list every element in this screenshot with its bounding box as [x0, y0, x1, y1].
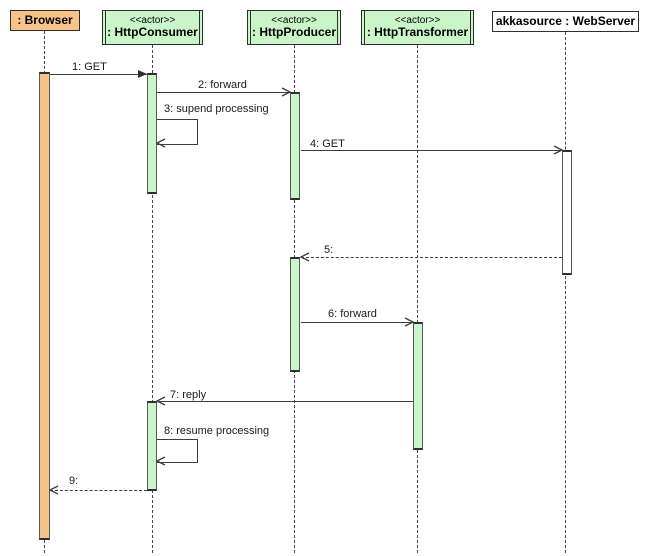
participant-name: : HttpTransformer [366, 25, 469, 40]
participant-name: akkasource : WebServer [495, 13, 636, 28]
message-9-line [50, 490, 147, 491]
participant-name: : HttpConsumer [107, 25, 198, 40]
message-5-label: 5: [324, 244, 334, 256]
message-9-arrowhead-open-icon [49, 485, 59, 495]
participant-box-httpconsumer: <<actor>> : HttpConsumer [102, 10, 203, 45]
activation-bar-browser [39, 72, 50, 540]
activation-bar-httpproducer-2 [290, 257, 300, 372]
message-6-label: 6: forward [328, 308, 377, 320]
message-7-arrowhead-open-icon [156, 396, 166, 406]
participant-box-httptransformer: <<actor>> : HttpTransformer [361, 10, 474, 45]
message-4-line [301, 150, 562, 151]
message-1-arrowhead-filled-icon [138, 70, 147, 78]
message-1-line [50, 74, 147, 75]
stereotype-label: <<actor>> [394, 14, 441, 26]
message-4-label: 4: GET [310, 138, 345, 150]
message-7-line [157, 401, 413, 402]
message-6-line [301, 322, 413, 323]
message-1-label: 1: GET [72, 61, 107, 73]
message-4-arrowhead-open-icon [553, 145, 563, 155]
message-7-label: 7: reply [170, 389, 207, 401]
lifeline-httpconsumer [152, 45, 153, 553]
message-5-arrowhead-open-icon [300, 252, 310, 262]
activation-bar-httptransformer [413, 322, 423, 450]
message-5-line [301, 257, 562, 258]
message-8-arrowhead-open-icon [156, 456, 166, 466]
message-6-arrowhead-open-icon [404, 317, 414, 327]
participant-name: : HttpProducer [252, 25, 336, 40]
message-3-self-loop [157, 119, 198, 145]
activation-bar-httpproducer-1 [290, 92, 300, 200]
stereotype-label: <<actor>> [271, 14, 317, 26]
message-2-line [157, 92, 290, 93]
message-2-label: 2: forward [198, 79, 247, 91]
message-3-label: 3: supend processing [164, 103, 269, 115]
participant-box-webserver: akkasource : WebServer [492, 11, 639, 32]
participant-name: : Browser [17, 12, 73, 27]
message-8-label: 8: resume processing [164, 425, 270, 437]
stereotype-label: <<actor>> [129, 14, 176, 26]
activation-bar-httpconsumer-1 [147, 73, 157, 194]
activation-bar-webserver [562, 150, 572, 275]
lifeline-httptransformer [417, 45, 418, 553]
message-9-label: 9: [69, 475, 79, 487]
participant-box-httpproducer: <<actor>> : HttpProducer [247, 10, 341, 45]
message-8-self-loop [157, 439, 198, 463]
message-3-arrowhead-open-icon [156, 138, 166, 148]
lifeline-webserver [565, 32, 566, 553]
participant-box-browser: : Browser [10, 10, 80, 31]
message-2-arrowhead-open-icon [281, 87, 291, 97]
activation-bar-httpconsumer-2 [147, 401, 157, 491]
